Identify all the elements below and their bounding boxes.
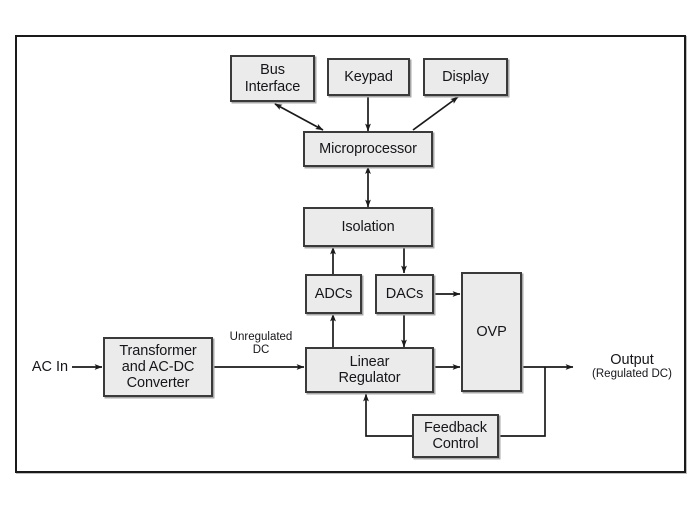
block-microprocessor-label: Microprocessor xyxy=(319,140,417,157)
block-keypad[interactable]: Keypad xyxy=(327,58,410,96)
block-microprocessor[interactable]: Microprocessor xyxy=(303,131,433,167)
label-ac-in: AC In xyxy=(28,359,72,375)
label-output-line1: Output xyxy=(610,352,654,368)
block-feedback-control-line2: Control xyxy=(432,436,479,452)
block-dacs-label: DACs xyxy=(385,285,424,302)
block-linear-regulator-line1: Linear xyxy=(349,353,390,370)
block-linear-regulator[interactable]: Linear Regulator xyxy=(305,347,434,393)
block-keypad-label: Keypad xyxy=(344,68,393,85)
block-feedback-control-line1: Feedback xyxy=(424,419,487,436)
block-adcs-label: ADCs xyxy=(314,285,353,302)
block-transformer-line1: Transformer xyxy=(119,342,197,359)
block-transformer-line2: and AC-DC xyxy=(121,358,195,375)
block-transformer-line3: Converter xyxy=(126,375,190,392)
diagram-frame xyxy=(15,35,686,473)
block-bus-interface[interactable]: Bus Interface xyxy=(230,55,315,102)
block-ovp-label: OVP xyxy=(476,323,507,340)
block-dacs[interactable]: DACs xyxy=(375,274,434,314)
block-display-label: Display xyxy=(442,68,489,85)
block-bus-interface-line2: Interface xyxy=(244,78,301,95)
block-adcs[interactable]: ADCs xyxy=(305,274,362,314)
block-transformer-ac-dc-converter[interactable]: Transformer and AC-DC Converter xyxy=(103,337,213,397)
block-isolation[interactable]: Isolation xyxy=(303,207,433,247)
label-unregulated-dc-line1: Unregulated xyxy=(229,331,293,343)
label-output: Output (Regulated DC) xyxy=(580,352,684,381)
label-unregulated-dc: Unregulated DC xyxy=(216,331,306,357)
label-output-line2: (Regulated DC) xyxy=(592,368,672,381)
block-bus-interface-line1: Bus xyxy=(260,62,285,79)
block-linear-regulator-line2: Regulator xyxy=(338,370,401,386)
label-unregulated-dc-line2: DC xyxy=(252,343,270,356)
block-display[interactable]: Display xyxy=(423,58,508,96)
label-ac-in-text: AC In xyxy=(31,359,69,375)
block-feedback-control[interactable]: Feedback Control xyxy=(412,414,499,458)
block-isolation-label: Isolation xyxy=(341,218,395,235)
block-ovp[interactable]: OVP xyxy=(461,272,522,392)
